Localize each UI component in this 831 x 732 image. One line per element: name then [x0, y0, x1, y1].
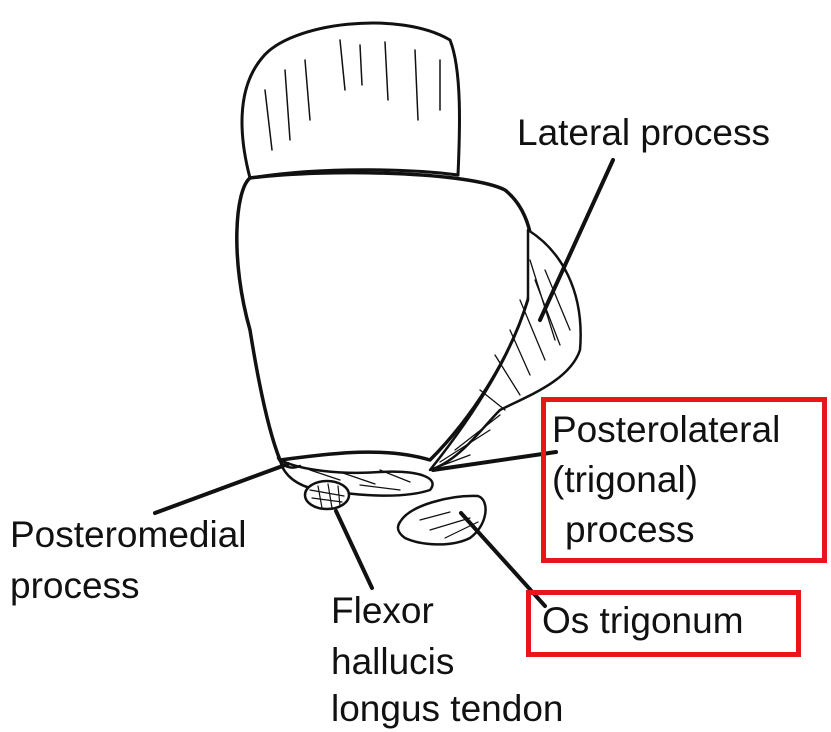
- posterolateral-label-line1: Posterolateral: [552, 409, 780, 451]
- posterolateral-label-line3: process: [565, 509, 695, 551]
- flexor-label-line2: hallucis: [331, 641, 454, 683]
- os-trigonum-label: Os trigonum: [542, 600, 744, 642]
- talar-head-outline: [242, 23, 460, 178]
- posteromedial-label-line1: Posteromedial: [10, 514, 247, 556]
- posteromedial-label-line2: process: [10, 565, 140, 607]
- flexor-label-line3: longus tendon: [331, 688, 563, 730]
- flexor-label-line1: Flexor: [331, 590, 434, 632]
- lateral-process-label: Lateral process: [517, 112, 770, 154]
- leader-flexor: [336, 511, 372, 588]
- leader-posteromedial: [155, 464, 288, 513]
- fhl-tendon-shape: [305, 481, 349, 509]
- posterolateral-label-line2: (trigonal): [552, 459, 698, 501]
- os-trigonum-shape: [398, 496, 486, 544]
